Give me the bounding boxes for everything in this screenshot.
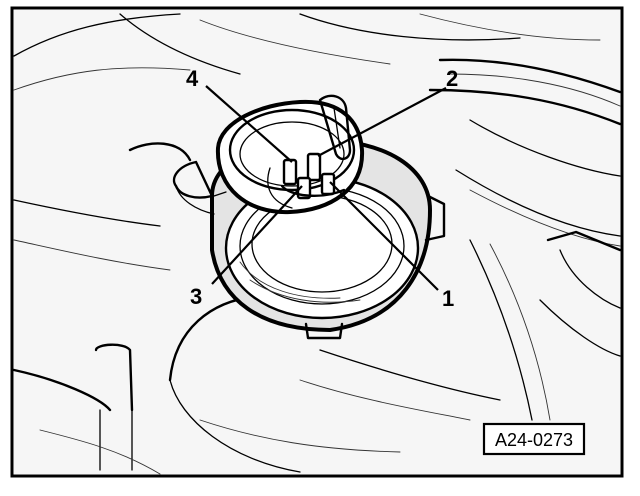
leader-line-2 [317, 87, 447, 157]
engine-bay-contours [12, 13, 622, 475]
callout-label-4: 4 [186, 66, 199, 91]
reference-code-text: A24-0273 [495, 430, 573, 450]
leader-line-4 [205, 85, 293, 163]
callout-label-3: 3 [190, 284, 202, 309]
callout-label-1: 1 [442, 286, 454, 311]
leader-line-3 [211, 185, 303, 285]
callout-label-2: 2 [446, 66, 458, 91]
reference-code-box: A24-0273 [482, 422, 586, 456]
callout-leaders [205, 85, 447, 291]
leader-line-1 [329, 181, 439, 291]
pressure-switch-assembly [172, 94, 446, 340]
reference-code-frame [482, 422, 586, 456]
